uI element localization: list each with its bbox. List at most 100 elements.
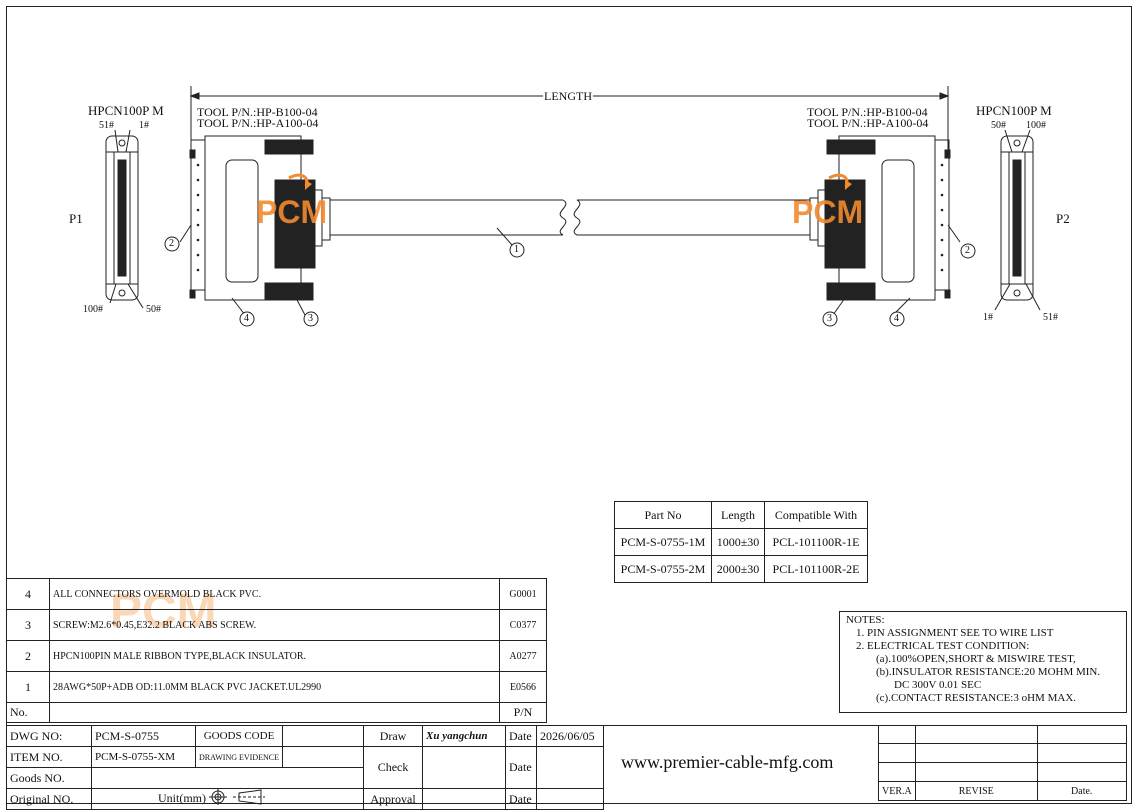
drawer-signature: Xu yangchun <box>422 725 507 747</box>
table-row: 1 28AWG*50P+ADB OD:11.0MM BLACK PVC JACK… <box>6 671 547 703</box>
bom-no: 1 <box>6 671 50 703</box>
p1-pin-50: 50# <box>146 304 161 315</box>
p1-connector-name: HPCN100P M <box>88 103 164 118</box>
approval-date-label: Date <box>505 788 538 810</box>
dwg-no-value: PCM-S-0755 <box>91 725 196 747</box>
revision-table: VER.A REVISE Date. <box>878 725 1127 801</box>
unit-cell: Unit(mm) <box>90 788 365 810</box>
p1-tool-a: TOOL P/N.:HP-A100-04 <box>197 116 319 130</box>
dwg-no-label: DWG NO: <box>6 725 92 747</box>
check-label: Check <box>363 746 424 789</box>
bom-desc: HPCN100PIN MALE RIBBON TYPE,BLACK INSULA… <box>49 640 500 672</box>
p2-pin-51: 51# <box>1043 312 1058 323</box>
cell-length: 2000±30 <box>711 555 765 583</box>
cell-compatible: PCL-101100R-2E <box>764 555 868 583</box>
original-no-label: Original NO. <box>6 788 92 810</box>
bom-table: 4 ALL CONNECTORS OVERMOLD BLACK PVC. G00… <box>6 578 547 723</box>
goods-code-label: GOODS CODE <box>194 725 284 747</box>
p1-pin-51: 51# <box>99 120 114 131</box>
header-part-no: Part No <box>614 501 712 529</box>
part-number-table: Part No Length Compatible With PCM-S-075… <box>614 501 868 583</box>
cell-part-no: PCM-S-0755-1M <box>614 528 712 556</box>
website-link[interactable]: www.premier-cable-mfg.com <box>621 752 834 772</box>
check-date-label: Date <box>505 746 538 789</box>
p2-side-view <box>809 135 951 301</box>
cell-part-no: PCM-S-0755-2M <box>614 555 712 583</box>
notes-box: NOTES: 1. PIN ASSIGNMENT SEE TO WIRE LIS… <box>839 611 1127 713</box>
bom-no: 4 <box>6 578 50 610</box>
p2-pin-1: 1# <box>983 312 993 323</box>
bom-header-pn: P/N <box>499 702 547 723</box>
pcm-logo-right-text: PCM <box>792 194 864 230</box>
bom-pn: G0001 <box>499 578 547 610</box>
balloon-3-left-text: 3 <box>308 313 313 324</box>
note-line: (b).INSULATOR RESISTANCE:20 MOHM MIN. <box>876 666 1101 678</box>
cell-compatible: PCL-101100R-1E <box>764 528 868 556</box>
bom-no: 2 <box>6 640 50 672</box>
table-row: PCM-S-0755-1M 1000±30 PCL-101100R-1E <box>614 528 868 556</box>
notes-title: NOTES: <box>846 614 885 626</box>
table-row: 3 SCREW:M2.6*0.45,E32.2 BLACK ABS SCREW.… <box>6 609 547 641</box>
p2-tool-b: TOOL P/N.:HP-B100-04 <box>807 105 928 119</box>
length-label: LENGTH <box>543 89 593 103</box>
item-no-label: ITEM NO. <box>6 746 92 768</box>
bom-desc: 28AWG*50P+ADB OD:11.0MM BLACK PVC JACKET… <box>49 671 500 703</box>
p1-pin-1: 1# <box>139 120 149 131</box>
table-row: PCM-S-0755-2M 2000±30 PCL-101100R-2E <box>614 555 868 583</box>
ver-label: VER.A <box>878 781 916 801</box>
draw-date: 2026/06/05 <box>536 725 605 747</box>
note-line: 2. ELECTRICAL TEST CONDITION: <box>856 640 1030 652</box>
balloon-4-left-text: 4 <box>244 313 249 324</box>
p1-tool-b: TOOL P/N.:HP-B100-04 <box>197 105 318 119</box>
table-row: 4 ALL CONNECTORS OVERMOLD BLACK PVC. G00… <box>6 578 547 610</box>
cable-drawing <box>105 86 1041 327</box>
title-block: DWG NO: PCM-S-0755 GOODS CODE Draw Xu ya… <box>6 725 605 810</box>
p2-label: P2 <box>1056 211 1070 226</box>
header-length: Length <box>711 501 765 529</box>
pcm-logo-right <box>828 173 852 190</box>
p2-tool-a: TOOL P/N.:HP-A100-04 <box>807 116 929 130</box>
cell-length: 1000±30 <box>711 528 765 556</box>
balloon-2-right <box>960 243 976 259</box>
p1-side-view <box>189 135 331 301</box>
table-header-row: Part No Length Compatible With <box>614 501 868 529</box>
p1-front-view <box>105 129 144 309</box>
bom-pn: C0377 <box>499 609 547 641</box>
drawing-evidence-label: DRAWING EVIDENCE <box>194 746 284 768</box>
p2-pin-50: 50# <box>991 120 1006 131</box>
pcm-logo-left <box>288 173 312 190</box>
bom-pn: A0277 <box>499 640 547 672</box>
note-line: (a).100%OPEN,SHORT & MISWIRE TEST, <box>876 653 1076 665</box>
bom-desc: SCREW:M2.6*0.45,E32.2 BLACK ABS SCREW. <box>49 609 500 641</box>
note-line: DC 300V 0.01 SEC <box>894 679 982 691</box>
balloon-3-right <box>822 311 838 327</box>
p2-connector-name: HPCN100P M <box>976 103 1052 118</box>
item-no-value: PCM-S-0755-XM <box>91 746 196 768</box>
balloon-2-right-text: 2 <box>965 245 970 256</box>
bom-header-no: No. <box>6 702 50 723</box>
draw-label: Draw <box>363 725 424 747</box>
draw-date-label: Date <box>505 725 538 747</box>
bom-desc: ALL CONNECTORS OVERMOLD BLACK PVC. <box>49 578 500 610</box>
revise-label: REVISE <box>914 781 1038 801</box>
balloon-4-right-text: 4 <box>894 313 899 324</box>
projection-symbol-icon <box>209 789 267 809</box>
balloon-1 <box>509 242 525 258</box>
balloon-1-text: 1 <box>514 244 519 255</box>
balloon-3-left <box>303 311 319 327</box>
p2-front-view <box>994 129 1041 311</box>
balloon-3-right-text: 3 <box>827 313 832 324</box>
revision-date-label: Date. <box>1036 781 1127 801</box>
cable-jacket <box>330 199 810 236</box>
balloon-4-left <box>239 311 255 327</box>
balloon-2-left <box>164 236 180 252</box>
note-line: (c).CONTACT RESISTANCE:3 oHM MAX. <box>876 692 1077 704</box>
balloon-2-left-text: 2 <box>169 238 174 249</box>
header-compatible: Compatible With <box>764 501 868 529</box>
p1-pin-100: 100# <box>83 304 103 315</box>
bom-pn: E0566 <box>499 671 547 703</box>
p2-pin-100: 100# <box>1026 120 1046 131</box>
website-cell <box>604 725 878 804</box>
balloon-4-right <box>889 311 905 327</box>
approval-label: Approval <box>363 788 424 810</box>
